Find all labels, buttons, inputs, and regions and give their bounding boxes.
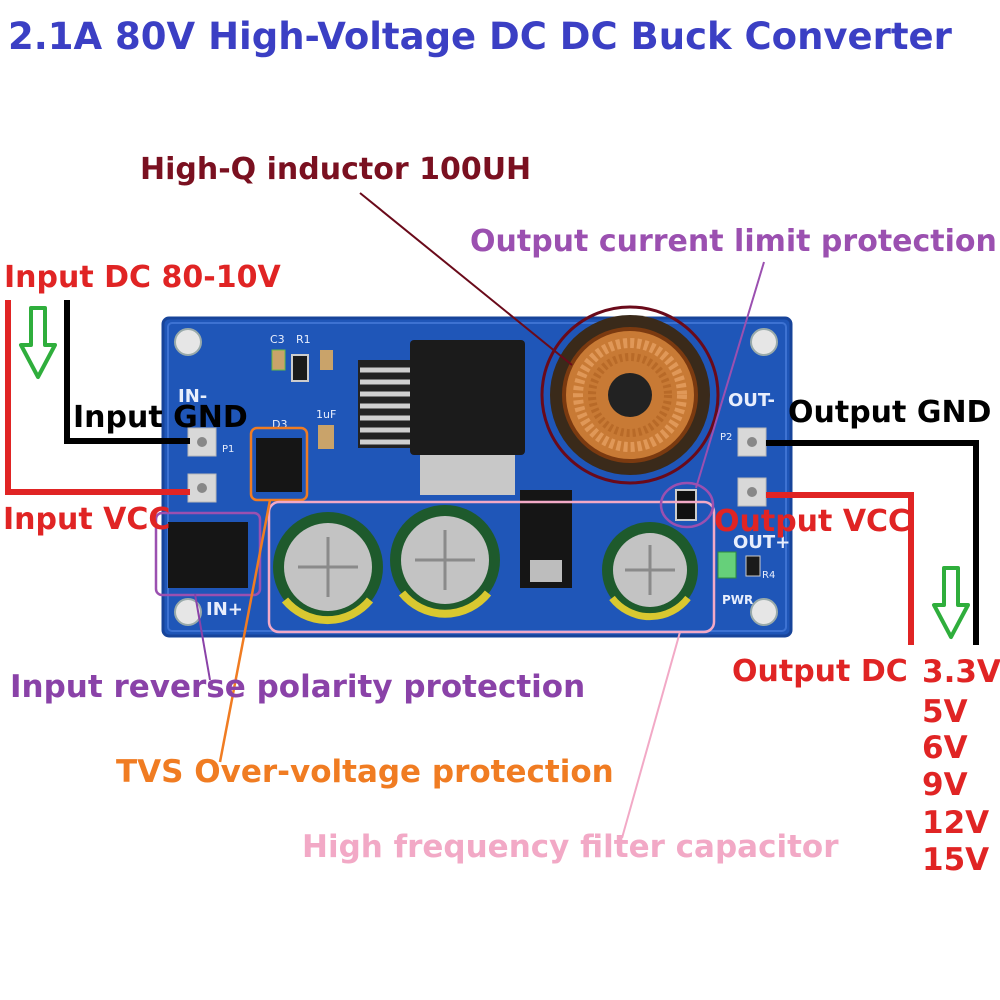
filter-cap-highlight-box [267, 500, 716, 634]
current-limit-highlight [659, 481, 715, 529]
ic-tab [420, 455, 515, 495]
output-gnd-wire [766, 440, 979, 645]
tvs-highlight-box [249, 426, 309, 502]
input-gnd-wire [64, 300, 190, 444]
page-title: 2.1A 80V High-Voltage DC DC Buck Convert… [8, 15, 952, 58]
current-limit-leader [695, 261, 765, 489]
reverse-diode [168, 522, 248, 588]
inductor-label: High-Q inductor 100UH [140, 152, 532, 187]
output-gnd-label: Output GND [788, 395, 992, 430]
voltage-option: 3.3V [922, 654, 1000, 690]
smd-cap-1uf [318, 425, 334, 449]
capacitor [602, 522, 698, 621]
silk-out-minus: OUT- [728, 390, 775, 411]
filter-leader [621, 631, 681, 839]
smd-cap-c3 [271, 349, 286, 371]
output-vcc-wire [766, 492, 914, 645]
silk-out-plus: OUT+ [733, 532, 790, 553]
smd-resistor-r4 [745, 555, 761, 577]
voltage-option: 6V [922, 730, 968, 766]
input-arrow-icon [19, 306, 57, 379]
pwr-led [717, 551, 737, 579]
silk-c3: C3 [270, 333, 285, 346]
voltage-option: 5V [922, 694, 968, 730]
mounting-hole [174, 598, 202, 626]
hf-filter-label: High frequency filter capacitor [302, 829, 839, 865]
output-vcc-label: Output VCC [714, 504, 911, 539]
silk-in-plus: IN+ [206, 599, 243, 620]
silk-r1: R1 [296, 333, 311, 346]
silk-p2: P2 [720, 432, 732, 443]
capacitor [390, 505, 500, 618]
tvs-diode [256, 438, 302, 492]
output-dc-label: Output DC [732, 654, 908, 689]
toroidal-inductor [550, 315, 710, 475]
sense-resistor [675, 489, 697, 521]
silk-p1: P1 [222, 444, 234, 455]
mounting-hole [750, 598, 778, 626]
smd-cap [320, 350, 333, 370]
input-dc-label: Input DC 80-10V [4, 260, 281, 295]
tvs-label: TVS Over-voltage protection [116, 754, 614, 790]
output-arrow-icon [932, 566, 970, 639]
voltage-option: 12V [922, 805, 990, 841]
pcb-board [161, 315, 793, 638]
input-gnd-label: Input GND [73, 400, 248, 435]
regulator-ic [410, 340, 525, 455]
silk-in-minus: IN- [178, 386, 207, 407]
mounting-hole [750, 328, 778, 356]
reverse-polarity-label: Input reverse polarity protection [10, 669, 586, 705]
input-vcc-label: Input VCC [3, 502, 171, 537]
silk-r4: R4 [762, 570, 775, 581]
tvs-leader [218, 499, 272, 763]
current-limit-label: Output current limit protection [470, 224, 997, 259]
capacitor [273, 512, 383, 625]
voltage-option: 9V [922, 767, 968, 803]
reverse-leader [194, 593, 211, 681]
inductor-leader [359, 192, 573, 366]
smd-resistor-r1 [291, 354, 309, 382]
voltage-option: 15V [922, 842, 990, 878]
mounting-hole [174, 328, 202, 356]
silk-1uf: 1uF [316, 408, 336, 421]
input-vcc-wire [5, 300, 190, 495]
silk-pwr: PWR [722, 593, 753, 607]
inductor-highlight [540, 305, 720, 485]
